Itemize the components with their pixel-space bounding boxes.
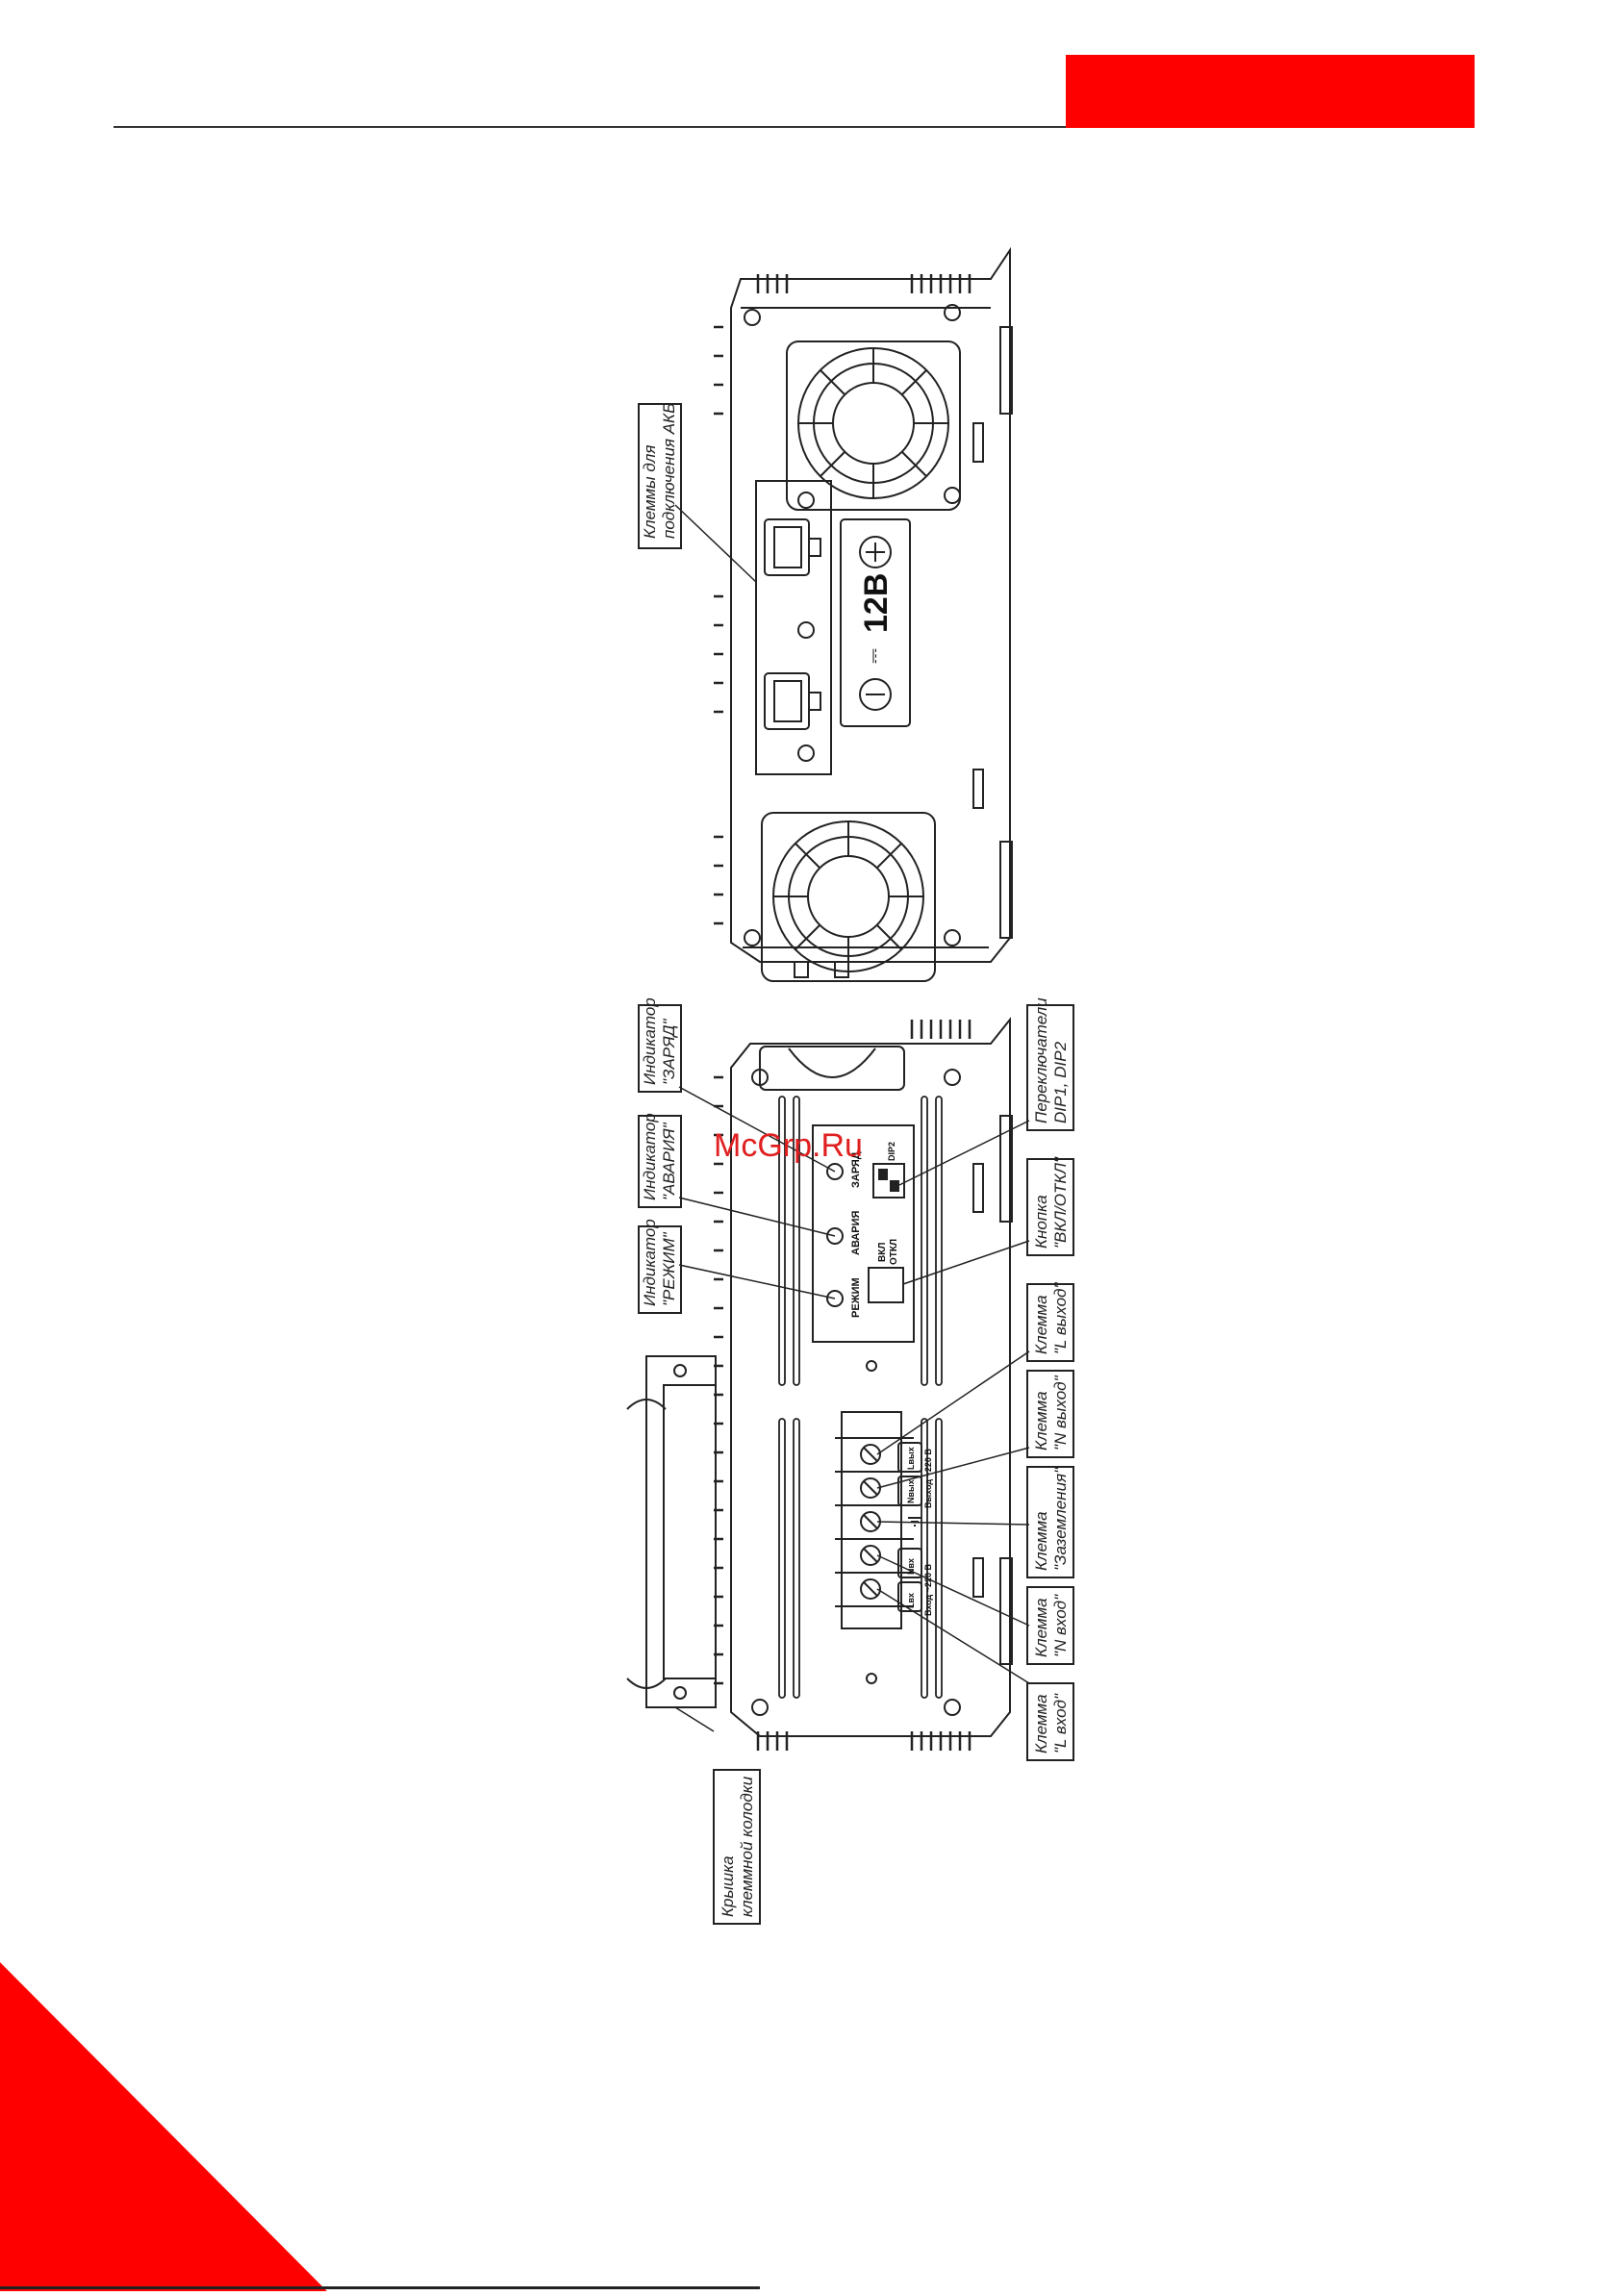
svg-text:"L выход": "L выход"	[1051, 1282, 1070, 1354]
corner-accent-triangle	[0, 1962, 327, 2291]
led-fault-label: АВАРИЯ	[850, 1210, 862, 1255]
svg-text:"ЗАРЯД": "ЗАРЯД"	[660, 1018, 678, 1085]
svg-text:Индикатор: Индикатор	[641, 997, 659, 1085]
dip-switch[interactable]	[872, 1163, 905, 1198]
callout-n-output: Клемма "N выход"	[1026, 1370, 1074, 1458]
header-rule	[114, 126, 1066, 128]
callout-n-input: Клемма "N вход"	[1026, 1586, 1074, 1665]
svg-text:"N вход": "N вход"	[1051, 1594, 1070, 1657]
voltage-label: 12В	[858, 573, 895, 633]
led-mode	[826, 1290, 844, 1307]
svg-text:"Заземления": "Заземления"	[1051, 1467, 1070, 1571]
svg-text:"РЕЖИМ": "РЕЖИМ"	[660, 1231, 678, 1306]
svg-text:Клеммы для: Клеммы для	[641, 445, 659, 539]
watermark: McGrp.Ru	[714, 1127, 863, 1164]
dc-symbol: ⎓	[864, 648, 885, 664]
svg-text:Кнопка: Кнопка	[1032, 1195, 1050, 1249]
callout-power-button: Кнопка "ВКЛ/ОТКЛ"	[1026, 1156, 1074, 1256]
footer-rule	[0, 2286, 760, 2289]
callout-indicator-mode: Индикатор "РЕЖИМ"	[638, 1219, 682, 1314]
callout-l-input: Клемма "L вход"	[1026, 1682, 1074, 1761]
voltage-label-box	[840, 518, 911, 727]
svg-text:DIP1, DIP2: DIP1, DIP2	[1051, 1041, 1070, 1123]
heatsink-fins-top	[714, 274, 972, 925]
svg-text:Клемма: Клемма	[1032, 1391, 1050, 1451]
svg-text:Клемма: Клемма	[1032, 1511, 1050, 1571]
led-mode-label: РЕЖИМ	[850, 1277, 862, 1318]
svg-text:"N выход": "N выход"	[1051, 1375, 1070, 1451]
svg-text:Крышка: Крышка	[719, 1855, 737, 1917]
terminal-in-n-label: Nвх	[906, 1558, 916, 1575]
terminal-out-n-label: Nвых	[906, 1479, 916, 1503]
screws-top	[744, 304, 961, 946]
cooling-fan-2	[761, 812, 936, 982]
svg-text:подключения АКБ: подключения АКБ	[660, 403, 678, 539]
terminal-cover	[626, 1355, 717, 1708]
svg-text:"ВКЛ/ОТКЛ": "ВКЛ/ОТКЛ"	[1051, 1156, 1070, 1249]
svg-text:Клемма: Клемма	[1032, 1295, 1050, 1354]
svg-text:клеммной колодки: клеммной колодки	[738, 1776, 756, 1917]
cooling-fan-1	[786, 341, 961, 511]
callout-terminal-cover: Крышка клеммной колодки	[713, 1769, 761, 1925]
svg-text:Клемма: Клемма	[1032, 1694, 1050, 1754]
callout-l-output: Клемма "L выход"	[1026, 1282, 1074, 1362]
svg-text:Индикатор: Индикатор	[641, 1219, 659, 1306]
device-front-view: ЗАРЯД АВАРИЯ РЕЖИМ DIP2 ВКЛ ОТКЛ	[714, 1017, 1013, 1751]
led-charge	[826, 1163, 844, 1180]
svg-text:"L вход": "L вход"	[1051, 1693, 1070, 1754]
svg-text:Клемма: Клемма	[1032, 1598, 1050, 1657]
callout-indicator-charge: Индикатор "ЗАРЯД"	[638, 997, 682, 1093]
led-charge-label: ЗАРЯД	[850, 1151, 862, 1188]
battery-terminal-plus	[764, 518, 821, 576]
terminal-in-l-label: Lвх	[906, 1593, 916, 1608]
dip-label: DIP2	[887, 1142, 896, 1161]
minus-symbol-icon	[859, 678, 892, 711]
terminal-out-l-label: Lвых	[906, 1447, 916, 1470]
button-label-off: ОТКЛ	[889, 1239, 899, 1265]
device-top-view: 12В ⎓	[714, 246, 1013, 982]
led-fault	[826, 1227, 844, 1245]
svg-text:"АВАРИЯ": "АВАРИЯ"	[660, 1122, 678, 1200]
header-accent-bar	[1066, 55, 1475, 128]
plus-symbol-icon	[859, 536, 892, 568]
callout-leaders	[674, 504, 1030, 1732]
output-text: Выход ~220 В	[923, 1449, 933, 1508]
terminal-block	[835, 1411, 914, 1629]
battery-terminal-plate	[755, 480, 832, 775]
power-button[interactable]	[868, 1267, 904, 1303]
svg-text:Переключатели: Переключатели	[1032, 997, 1050, 1123]
callout-dip-switches: Переключатели DIP1, DIP2	[1026, 997, 1074, 1131]
button-label-on: ВКЛ	[877, 1243, 888, 1262]
heatsink-fins-bottom	[714, 1020, 972, 1751]
callout-ground: Клемма "Заземления"	[1026, 1466, 1074, 1578]
svg-text:Индикатор: Индикатор	[641, 1113, 659, 1200]
callout-battery-terminals: Клеммы для подключения АКБ	[638, 403, 682, 549]
callout-indicator-fault: Индикатор "АВАРИЯ"	[638, 1113, 682, 1208]
battery-terminal-minus	[764, 672, 821, 730]
control-panel	[812, 1124, 915, 1343]
input-text: Вход ~220 В	[923, 1563, 933, 1616]
